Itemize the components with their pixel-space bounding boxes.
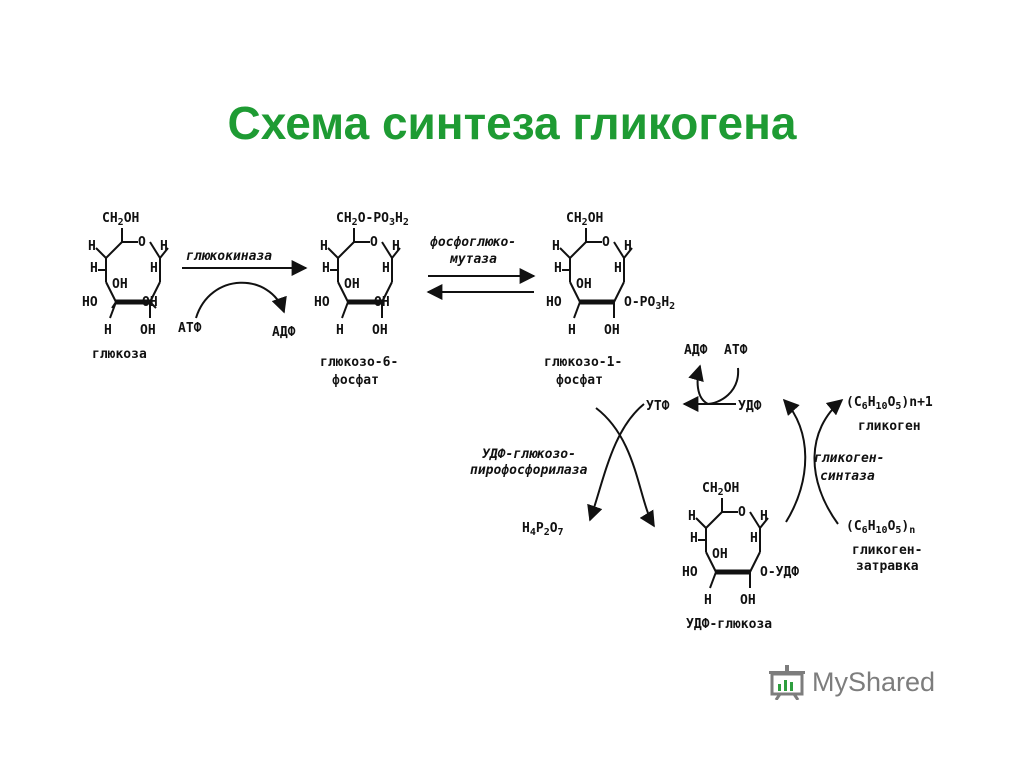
glycogen-product-label: гликоген — [858, 419, 921, 434]
synthase-label-line2: синтаза — [820, 469, 875, 484]
g6p-h5: H — [336, 323, 344, 338]
udpg-to-udp-arrow — [782, 398, 807, 523]
glucose-molecule: CH2OH H O H H OH H HO OH H OH глюк — [82, 211, 169, 362]
udp-glucose-molecule: CH2OH H O H H OH H HO O-УДФ H OH УДФ-глю… — [682, 481, 799, 632]
page-title: Схема синтеза гликогена — [227, 97, 797, 149]
g1p-h2: H — [624, 239, 632, 254]
g1p-label-line1: глюкозо-1- — [544, 355, 622, 370]
g6p-h3: H — [322, 261, 330, 276]
glucose-oh3: OH — [140, 323, 156, 338]
g6p-label-line2: фосфат — [332, 373, 379, 388]
udpg-top-group: CH2OH — [702, 481, 739, 498]
g6p-ring — [327, 228, 401, 319]
pyrophosphorylase-label-line2: пирофосфорилаза — [470, 463, 588, 478]
g1p-top-group: CH2OH — [566, 211, 603, 228]
g6p-h4: H — [382, 261, 390, 276]
udpg-h2: H — [760, 509, 768, 524]
udpg-h1: H — [688, 509, 696, 524]
glucose-oh2: OH — [142, 295, 158, 310]
watermark-text: MyShared — [812, 666, 936, 697]
g6p-h2: H — [392, 239, 400, 254]
g1p-ho: HO — [546, 295, 562, 310]
phosphoglucomutase-label-line2: мутаза — [449, 252, 497, 267]
g1p-label-line2: фосфат — [556, 373, 603, 388]
udpg-h3: H — [690, 531, 698, 546]
udpg-o-udp: O-УДФ — [760, 565, 799, 580]
glucose-label: глюкоза — [92, 347, 147, 362]
g1p-h1: H — [552, 239, 560, 254]
g1p-h4: H — [614, 261, 622, 276]
g6p-oh2: OH — [374, 295, 390, 310]
atp-label: АТФ — [178, 321, 202, 336]
g1p-h5: H — [568, 323, 576, 338]
glucose-ring — [95, 228, 169, 319]
glucose-ring-oxygen: O — [138, 235, 146, 250]
adp-label: АДФ — [272, 325, 296, 340]
glycogen-primer-label-line1: гликоген- — [852, 543, 922, 558]
glucose-ho: HO — [82, 295, 98, 310]
g1p-ring-oxygen: O — [602, 235, 610, 250]
adp-output-arrow — [688, 364, 709, 405]
glycogen-product-formula: (C6H10O5)n+1 — [846, 395, 933, 412]
utp-label: УТФ — [646, 399, 670, 414]
udpg-h5: H — [704, 593, 712, 608]
glucose-6-phosphate-molecule: CH2O-PO3H2 H O H H OH H HO OH H OH глюко… — [314, 211, 409, 388]
glucose-h1: H — [88, 239, 96, 254]
glucokinase-label: глюкокиназа — [186, 249, 272, 264]
g1p-to-udpg-arrow — [595, 407, 655, 528]
atp-regen-label: АТФ — [724, 343, 748, 358]
g1p-h3: H — [554, 261, 562, 276]
g6p-top-group: CH2O-PO3H2 — [336, 211, 409, 228]
udp-label: УДФ — [738, 399, 762, 414]
utp-to-pyrophosphate-arrow — [587, 403, 645, 522]
g6p-ho: HO — [314, 295, 330, 310]
pyrophosphorylase-label-line1: УДФ-глюкозо- — [482, 447, 576, 462]
atp-input-curve — [705, 367, 740, 405]
udpg-ho: HO — [682, 565, 698, 580]
glucose-h5: H — [104, 323, 112, 338]
synthase-label-line1: гликоген- — [814, 451, 884, 466]
glucose-top-group: CH2OH — [102, 211, 139, 228]
glucose-h2: H — [160, 239, 168, 254]
g1p-oh1: OH — [576, 277, 592, 292]
g6p-ring-oxygen: O — [370, 235, 378, 250]
g6p-oh3: OH — [372, 323, 388, 338]
glycogen-primer-label-line2: затравка — [856, 559, 919, 574]
myshared-watermark: MyShared — [768, 664, 935, 700]
udpg-label: УДФ-глюкоза — [686, 617, 772, 632]
glucose-1-phosphate-molecule: CH2OH H O H H OH H HO O-PO3H2 H OH глюко… — [544, 211, 675, 388]
g6p-h1: H — [320, 239, 328, 254]
atp-adp-curve-arrow — [195, 281, 287, 319]
g6p-oh1: OH — [344, 277, 360, 292]
glucose-h3: H — [90, 261, 98, 276]
udpg-oh3: OH — [740, 593, 756, 608]
udpg-ring-oxygen: O — [738, 505, 746, 520]
adp-regen-label: АДФ — [684, 343, 708, 358]
udpg-oh1: OH — [712, 547, 728, 562]
primer-to-glycogen-arrow — [813, 398, 844, 525]
presentation-board-icon — [769, 665, 805, 700]
g6p-label-line1: глюкозо-6- — [320, 355, 398, 370]
g1p-ring — [559, 228, 633, 319]
glycogen-primer-formula: (C6H10O5)n — [846, 519, 915, 536]
glucose-oh1: OH — [112, 277, 128, 292]
pyrophosphate-label: H4P2O7 — [522, 521, 564, 538]
g1p-oh3: OH — [604, 323, 620, 338]
phosphoglucomutase-label-line1: фосфоглюко- — [430, 235, 516, 250]
g1p-o-phosphate: O-PO3H2 — [624, 295, 675, 312]
udpg-h4: H — [750, 531, 758, 546]
udpg-ring — [695, 498, 769, 589]
glucose-h4: H — [150, 261, 158, 276]
